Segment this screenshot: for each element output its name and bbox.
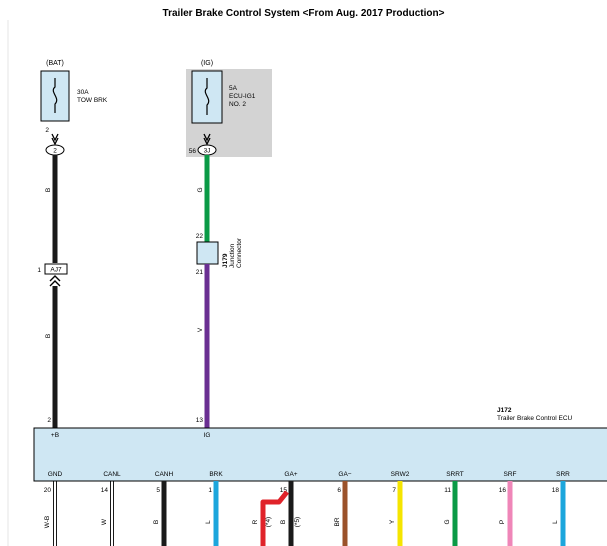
chevron-down-icon xyxy=(51,137,59,146)
junction-pin-top: 22 xyxy=(196,233,204,240)
bat-source-label: (BAT) xyxy=(46,60,64,67)
chevron-up-icon xyxy=(49,275,61,282)
ecu-pin-label-ga: GA− xyxy=(338,471,351,478)
ecu-pin-label-srw2: SRW2 xyxy=(391,471,410,478)
ecu-pin-label-ig: IG xyxy=(204,432,211,439)
ecu-pin-label-brk: BRK xyxy=(209,471,223,478)
junction-pin-bottom: 21 xyxy=(196,269,204,276)
ecu-pin-number: 11 xyxy=(444,487,451,494)
wire-label-bat-lower: B xyxy=(45,334,52,338)
bat-fuse-name: TOW BRK xyxy=(77,97,108,104)
ecu-pin-number: 6 xyxy=(337,487,341,494)
ig-fuse-rating: 5A xyxy=(229,85,238,92)
aj7-connector-id: AJ7 xyxy=(50,267,62,274)
ecu-pin-number: 14 xyxy=(101,487,109,494)
bat-fuse-pin: 2 xyxy=(45,127,49,134)
ecu-pin-number: 18 xyxy=(552,487,560,494)
ecu-box xyxy=(33,427,607,482)
wire-note-ga: (*5) xyxy=(294,517,301,527)
bat-connector-id: 2 xyxy=(53,148,57,155)
ecu-pin-label-canh: CANH xyxy=(155,471,174,478)
wire-label-ig-lower: V xyxy=(197,327,204,332)
ecu-pin-2: 2 xyxy=(47,417,51,424)
ecu-pin-label-ga: GA+ xyxy=(284,471,297,478)
bat-fuse-rating: 30A xyxy=(77,89,89,96)
wire-note-red-branch: (*4) xyxy=(265,517,272,527)
wire-label-red-branch: R xyxy=(252,519,259,524)
ecu-pin-label-gnd: GND xyxy=(48,471,63,478)
wire-label-srf: P xyxy=(499,520,506,524)
wire-label-canl: W xyxy=(101,518,108,525)
ecu-pin-label-srrt: SRRT xyxy=(446,471,464,478)
ecu-pin-label-b: +B xyxy=(51,432,59,439)
chevron-up-icon xyxy=(49,280,61,287)
wire-label-ig-upper: G xyxy=(197,187,204,192)
wire-label-canh: B xyxy=(153,520,160,524)
ig-connector-id: 3J xyxy=(204,148,211,155)
ig-fuse-name-2: NO. 2 xyxy=(229,101,246,108)
ecu-pin-number: 5 xyxy=(156,487,160,494)
chevron-down-icon xyxy=(51,133,59,142)
wire-label-bat-upper: B xyxy=(45,188,52,192)
aj7-connector-box xyxy=(44,263,68,275)
wire-label-srw2: Y xyxy=(389,519,396,524)
junction-label-1: Junction xyxy=(229,243,236,268)
junction-label-2: Connector xyxy=(236,237,243,268)
wire-label-brk: L xyxy=(205,520,212,524)
junction-id: J179 xyxy=(222,253,229,268)
fuse-icon xyxy=(204,78,210,115)
chevron-down-icon xyxy=(203,133,211,142)
ig-source-label: (IG) xyxy=(201,60,213,67)
ecu-pin-number: 16 xyxy=(499,487,507,494)
ecu-id: J172 xyxy=(497,407,512,414)
wire-label-gnd: W-B xyxy=(44,516,51,529)
fuse-icon xyxy=(52,78,58,113)
aj7-pin: 1 xyxy=(37,267,41,274)
ecu-pin-label-srr: SRR xyxy=(556,471,570,478)
ecu-pin-label-canl: CANL xyxy=(103,471,121,478)
ecu-pin-number: 7 xyxy=(392,487,396,494)
ecu-name: Trailer Brake Control ECU xyxy=(497,415,573,422)
ecu-bottom-pins: GND 20W-B CANL 14W CANH 5B BRK 1L GA+ 15B (*5) GA− 6… xyxy=(44,471,570,546)
junction-connector-box xyxy=(196,241,219,265)
wire-label-ga: B xyxy=(280,520,287,524)
ig-fuse-name-1: ECU-IG1 xyxy=(229,93,256,100)
ecu-pin-label-srf: SRF xyxy=(504,471,517,478)
wire-label-ga: BR xyxy=(334,517,341,526)
diagram-title: Trailer Brake Control System <From Aug. … xyxy=(162,8,445,19)
wire-red-branch xyxy=(260,490,289,546)
chevron-down-icon xyxy=(203,137,211,146)
ig-fuse-pin: 56 xyxy=(189,148,197,155)
wire-label-srrt: G xyxy=(444,519,451,524)
wire-label-srr: L xyxy=(552,520,559,524)
ecu-pin-13: 13 xyxy=(196,417,204,424)
ecu-pin-number: 15 xyxy=(280,487,288,494)
ecu-pin-number: 1 xyxy=(208,487,212,494)
ecu-pin-number: 20 xyxy=(44,487,52,494)
